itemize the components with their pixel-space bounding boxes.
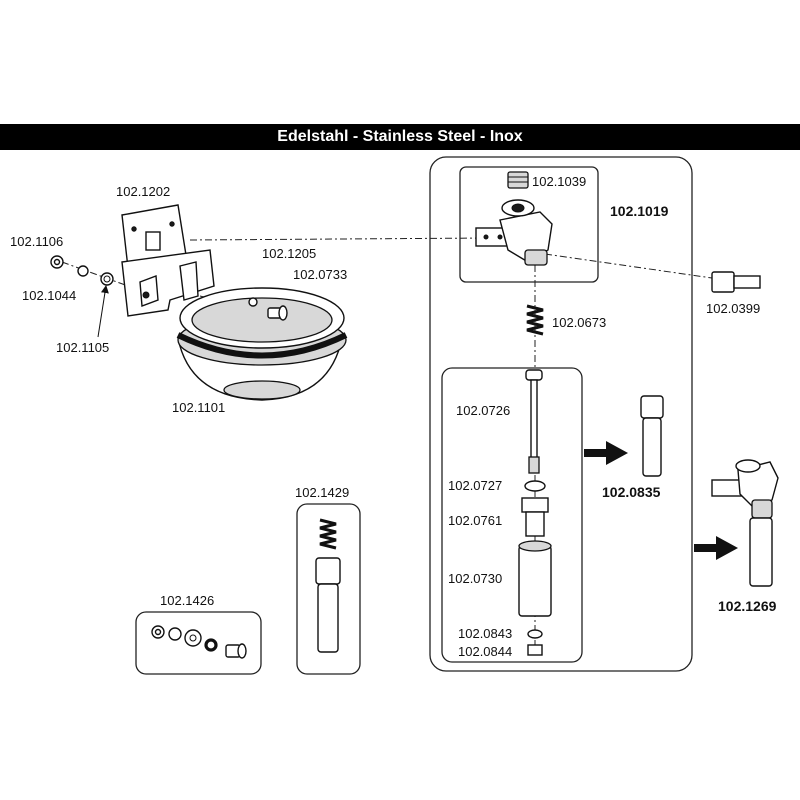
nipple-0835-part (640, 395, 664, 477)
tube-0730 (518, 540, 552, 617)
arrow-to-1269 (694, 536, 738, 560)
label-102-1429: 102.1429 (295, 485, 349, 500)
bracket-to-valve-line (189, 237, 491, 241)
bracket-fasteners (50, 255, 114, 286)
label-102-1105: 102.1105 (56, 340, 109, 355)
leader-1105 (97, 285, 109, 338)
label-102-1106: 102.1106 (10, 234, 63, 249)
kit-1426-parts (151, 625, 247, 659)
arrow-to-0835 (584, 441, 628, 465)
kit-1426-box (135, 611, 262, 675)
label-102-0673: 102.0673 (552, 315, 606, 330)
label-102-0726: 102.0726 (456, 403, 510, 418)
valve-1269-part (711, 459, 779, 587)
kit-1429-parts (315, 518, 341, 653)
label-102-1205: 102.1205 (262, 246, 316, 261)
valve-assembly-frame (429, 156, 693, 672)
spare-parts-box (441, 367, 583, 663)
nut-0761 (521, 497, 549, 537)
bolt-0399-part (711, 271, 761, 293)
label-102-0399: 102.0399 (706, 301, 760, 316)
valve-plug-1039 (507, 171, 529, 189)
label-102-0761: 102.0761 (448, 513, 502, 528)
label-102-0733: 102.0733 (293, 267, 347, 282)
label-102-1039: 102.1039 (532, 174, 586, 189)
label-102-0835: 102.0835 (602, 484, 661, 500)
label-102-0727: 102.0727 (448, 478, 502, 493)
label-102-0843: 102.0843 (458, 626, 512, 641)
valve-stem-0726 (525, 369, 543, 474)
kit-1429-box (296, 503, 361, 675)
label-102-1202: 102.1202 (116, 184, 170, 199)
label-102-1044: 102.1044 (22, 288, 76, 303)
title-banner: Edelstahl - Stainless Steel - Inox (0, 124, 800, 150)
bowl-screw-part (248, 297, 288, 321)
label-102-1101: 102.1101 (172, 400, 225, 415)
valve-body-box (459, 166, 599, 283)
label-102-0730: 102.0730 (448, 571, 502, 586)
spring-0673 (526, 304, 544, 336)
ring-0843 (527, 629, 543, 639)
valve-to-bolt-line (544, 253, 713, 279)
washer-0727 (524, 480, 546, 492)
label-102-1269: 102.1269 (718, 598, 777, 614)
bracket-bolt-line (61, 261, 129, 287)
nut-0844 (527, 644, 543, 656)
label-102-1426: 102.1426 (160, 593, 214, 608)
bracket-part (121, 204, 215, 317)
label-102-1019: 102.1019 (610, 203, 669, 219)
bowl-part (176, 287, 348, 401)
valve-body-part (475, 199, 553, 266)
label-102-0844: 102.0844 (458, 644, 512, 659)
